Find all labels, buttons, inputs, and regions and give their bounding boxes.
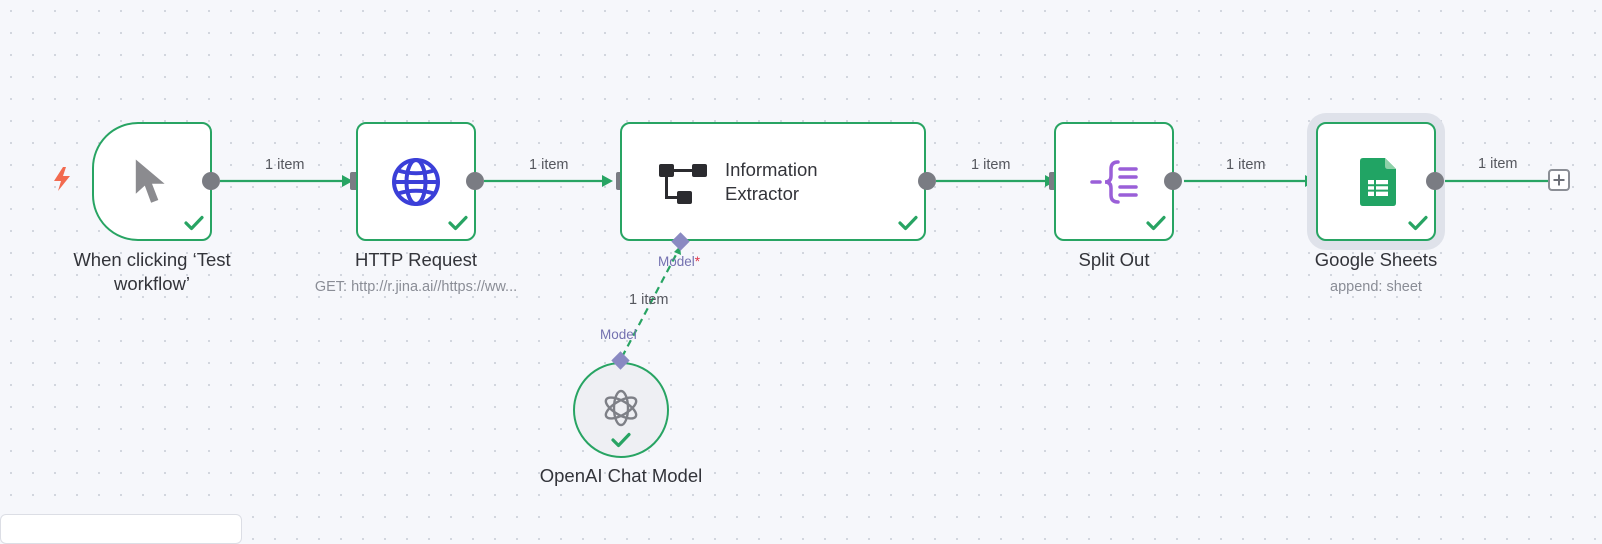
node-google-sheets[interactable] [1316, 122, 1436, 241]
output-handle-google-sheets[interactable] [1426, 172, 1444, 190]
port-label-extractor-model: Model* [658, 254, 701, 269]
node-information-extractor[interactable]: Information Extractor [620, 122, 926, 241]
input-handle-http-request[interactable] [350, 172, 358, 190]
success-check-icon [611, 432, 631, 448]
edge-trigger-to-http[interactable] [220, 175, 353, 187]
success-check-icon [448, 215, 468, 231]
edge-extractor-to-split[interactable] [936, 175, 1056, 187]
edge-label-split-to-sheets: 1 item [1226, 157, 1266, 173]
tree-structure-icon [659, 164, 707, 204]
input-handle-split-out[interactable] [1049, 172, 1057, 190]
split-brace-icon [1090, 160, 1138, 204]
openai-icon [604, 389, 638, 427]
node-label-manual-trigger: When clicking ‘Test workflow’ [73, 249, 231, 294]
cursor-arrow-icon [135, 159, 165, 203]
success-check-icon [184, 215, 204, 231]
node-label-http-request: HTTP Request [354, 249, 477, 270]
output-handle-information-extractor[interactable] [918, 172, 936, 190]
edge-label-model-to-extractor: 1 item [629, 292, 669, 308]
google-sheets-icon [1360, 158, 1396, 206]
success-check-icon [1146, 215, 1166, 231]
globe-icon [392, 158, 440, 206]
node-manual-trigger[interactable] [92, 122, 212, 241]
port-label-openai-model: Model [600, 327, 637, 342]
node-subtitle-http-request: GET: http://r.jina.ai//https://ww... [314, 279, 518, 295]
edge-label-http-to-extractor: 1 item [529, 157, 569, 173]
required-marker: * [694, 254, 701, 269]
node-split-out[interactable] [1054, 122, 1174, 241]
node-label-openai-chat-model: OpenAI Chat Model [539, 465, 703, 486]
canvas-controls-panel[interactable] [0, 514, 242, 544]
success-check-icon [898, 215, 918, 231]
node-label-google-sheets: Google Sheets [1314, 249, 1438, 270]
node-label-information-extractor: Information Extractor [725, 159, 818, 204]
output-handle-manual-trigger[interactable] [202, 172, 220, 190]
plus-icon [1553, 174, 1565, 186]
node-label-split-out: Split Out [1078, 249, 1150, 270]
node-openai-chat-model[interactable] [573, 362, 669, 458]
node-http-request[interactable] [356, 122, 476, 241]
edge-http-to-extractor[interactable] [484, 175, 613, 187]
output-handle-split-out[interactable] [1164, 172, 1182, 190]
node-subtitle-google-sheets: append: sheet [1330, 279, 1422, 295]
output-handle-http-request[interactable] [466, 172, 484, 190]
add-node-button[interactable] [1548, 169, 1570, 191]
edge-label-trigger-to-http: 1 item [265, 157, 305, 173]
input-handle-google-sheets[interactable] [1311, 172, 1319, 190]
success-check-icon [1408, 215, 1428, 231]
trigger-bolt-icon [54, 167, 70, 191]
edge-label-sheets-output: 1 item [1478, 156, 1518, 172]
edge-label-extractor-to-split: 1 item [971, 157, 1011, 173]
edge-split-to-sheets[interactable] [1184, 175, 1316, 187]
